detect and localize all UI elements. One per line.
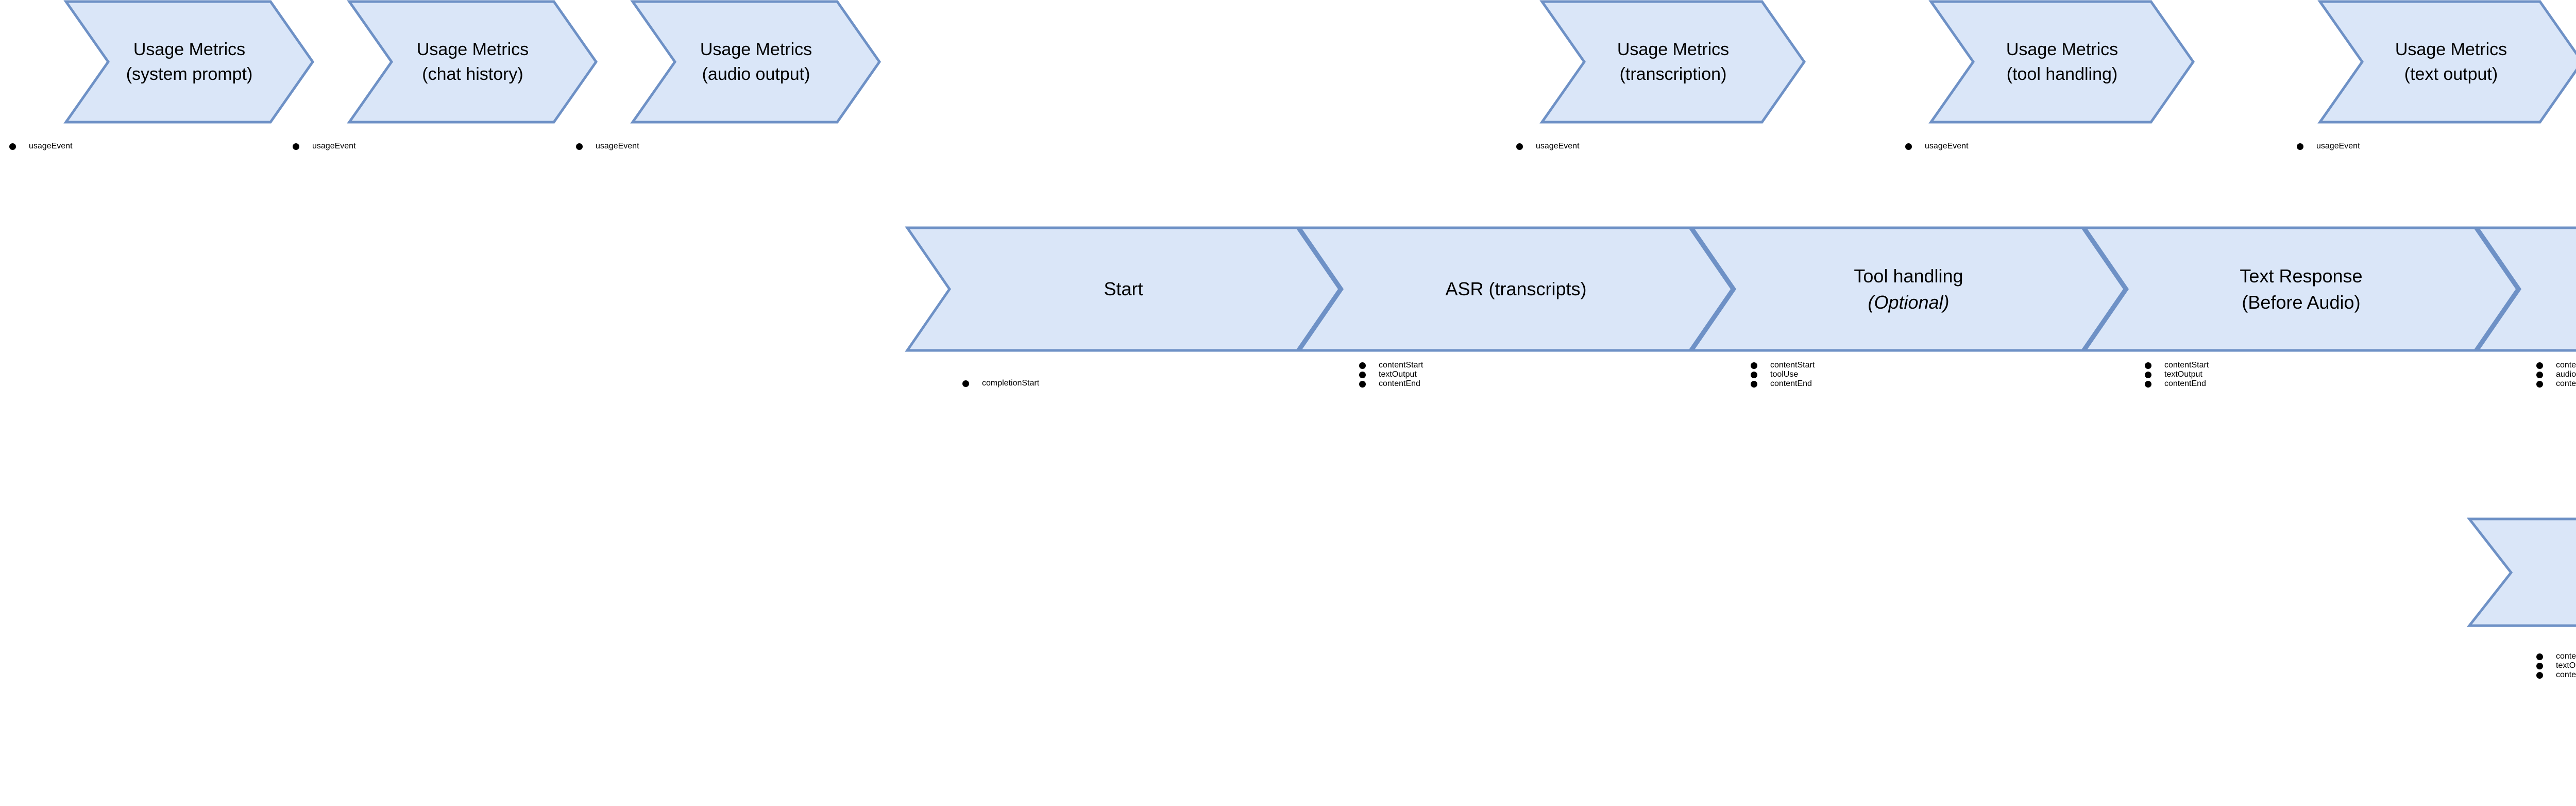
event-list: usageEvent [572, 142, 814, 151]
list-item: toolUse [1747, 370, 2076, 379]
event-list: usageEvent [5, 142, 247, 151]
event-list: contentStart textOutput contentEnd [2141, 361, 2470, 389]
usage-metrics-node-system-prompt[interactable]: Usage Metrics (system prompt) [63, 0, 315, 126]
list-item: usageEvent [572, 142, 814, 151]
chevron-shape [1928, 0, 2195, 126]
pipeline-node-audio-response[interactable]: Audio Response [2475, 226, 2576, 352]
event-list: contentStart textOutput contentEnd [2532, 652, 2576, 680]
chevron-shape [2466, 517, 2576, 628]
event-list: usageEvent [1901, 142, 2143, 151]
event-list: contentStart toolUse contentEnd [1747, 361, 2076, 389]
chevron-shape [347, 0, 598, 126]
event-list: usageEvent [2293, 142, 2535, 151]
usage-metrics-node-tool-handling[interactable]: Usage Metrics (tool handling) [1928, 0, 2195, 126]
list-item: contentEnd [2532, 379, 2576, 389]
list-item: audioOutput [2532, 370, 2576, 379]
list-item: contentEnd [2141, 379, 2470, 389]
event-list: usageEvent [289, 142, 531, 151]
list-item: usageEvent [1512, 142, 1754, 151]
list-item: usageEvent [2293, 142, 2535, 151]
pipeline-node-start[interactable]: Start [905, 226, 1342, 352]
chevron-shape [630, 0, 882, 126]
pipeline-node-asr[interactable]: ASR (transcripts) [1297, 226, 1734, 352]
list-item: completionStart [958, 379, 1288, 388]
list-item: textOutput [2141, 370, 2470, 379]
event-list: contentStart audioOutput contentEnd [2532, 361, 2576, 389]
chevron-shape [905, 226, 1342, 352]
list-item: usageEvent [1901, 142, 2143, 151]
list-item: textOutput [2532, 661, 2576, 670]
list-item: contentStart [2532, 652, 2576, 661]
list-item: contentEnd [1747, 379, 2076, 389]
event-list: completionStart [958, 379, 1288, 388]
list-item: contentEnd [1355, 379, 1685, 389]
list-item: contentStart [2141, 361, 2470, 370]
chevron-shape [2082, 226, 2519, 352]
chevron-shape [1297, 226, 1734, 352]
chevron-shape [1690, 226, 2127, 352]
usage-metrics-node-chat-history[interactable]: Usage Metrics (chat history) [347, 0, 598, 126]
list-item: usageEvent [5, 142, 247, 151]
list-item: contentStart [2532, 361, 2576, 370]
usage-metrics-node-audio-output-1[interactable]: Usage Metrics (audio output) [630, 0, 882, 126]
usage-metrics-node-text-output[interactable]: Usage Metrics (text output) [2317, 0, 2576, 126]
pipeline-node-text-response-before-audio[interactable]: Text Response (Before Audio) [2082, 226, 2519, 352]
list-item: contentStart [1355, 361, 1685, 370]
list-item: contentEnd [2532, 670, 2576, 680]
pipeline-node-tool-handling[interactable]: Tool handling (Optional) [1690, 226, 2127, 352]
event-list: contentStart textOutput contentEnd [1355, 361, 1685, 389]
barge-in-node[interactable]: Barge in (User Interruption) [2466, 517, 2576, 628]
event-list: usageEvent [1512, 142, 1754, 151]
list-item: textOutput [1355, 370, 1685, 379]
chevron-shape [2317, 0, 2576, 126]
usage-metrics-node-transcription[interactable]: Usage Metrics (transcription) [1539, 0, 1806, 126]
chevron-shape [2475, 226, 2576, 352]
chevron-shape [63, 0, 315, 126]
list-item: usageEvent [289, 142, 531, 151]
list-item: contentStart [1747, 361, 2076, 370]
chevron-shape [1539, 0, 1806, 126]
